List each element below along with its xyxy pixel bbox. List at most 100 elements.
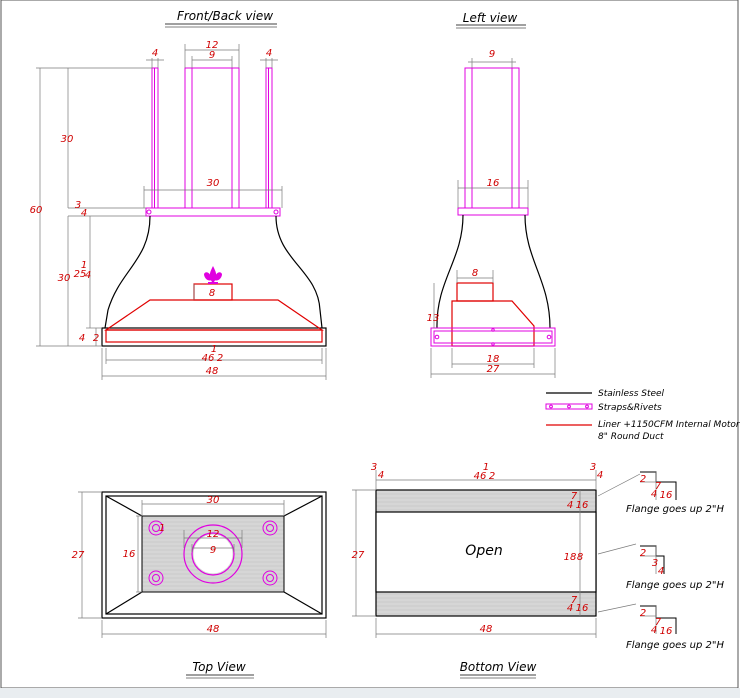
svg-text:2: 2 (217, 353, 223, 364)
flange-note-1: Flange goes up 2"H (626, 504, 725, 515)
top-view: 30 12 9 1 16 27 48 Top View (72, 491, 327, 679)
front-back-view: Front/Back view (30, 9, 327, 380)
svg-text:30: 30 (207, 495, 220, 506)
svg-text:4: 4 (658, 566, 664, 577)
svg-text:2: 2 (640, 548, 646, 559)
top-dimension-lines (78, 491, 327, 638)
legend-liner-label: Liner +1150CFM Internal Motor (598, 420, 740, 430)
svg-text:4: 4 (79, 333, 85, 344)
svg-text:4: 4 (85, 270, 91, 281)
front-back-title: Front/Back view (177, 9, 273, 23)
flange-detail-2: 2 3 4 Flange goes up 2"H (626, 545, 725, 591)
svg-text:27: 27 (72, 550, 85, 561)
svg-text:46: 46 (202, 353, 215, 364)
svg-text:4: 4 (597, 470, 603, 481)
svg-text:1: 1 (159, 523, 165, 534)
svg-text:4: 4 (651, 489, 657, 500)
svg-text:4: 4 (567, 603, 573, 614)
svg-text:4: 4 (152, 48, 158, 59)
svg-text:13: 13 (427, 313, 440, 324)
svg-text:30: 30 (58, 273, 71, 284)
front-dimension-texts: 4 4 12 9 30 30 60 3 4 30 25 1 4 8 4 2 46… (30, 40, 273, 377)
svg-text:2: 2 (489, 471, 495, 482)
svg-text:2: 2 (640, 608, 646, 619)
svg-text:30: 30 (61, 134, 74, 145)
bottom-opening (375, 511, 597, 593)
svg-text:3: 3 (652, 558, 658, 569)
svg-text:18: 18 (564, 552, 577, 563)
front-hood-body (101, 215, 327, 347)
svg-text:46: 46 (474, 471, 487, 482)
front-dimension-lines (36, 44, 327, 380)
svg-text:3: 3 (75, 200, 81, 211)
svg-text:1: 1 (81, 260, 87, 271)
svg-text:48: 48 (206, 366, 219, 377)
svg-text:7: 7 (571, 595, 578, 606)
svg-text:4: 4 (567, 500, 573, 511)
top-outline (101, 491, 327, 619)
legend-liner-duct-label: 8" Round Duct (598, 432, 664, 442)
svg-text:16: 16 (660, 626, 673, 637)
svg-text:48: 48 (480, 624, 493, 635)
svg-text:7: 7 (571, 491, 578, 502)
svg-text:4: 4 (378, 470, 384, 481)
bottom-dimension-lines (352, 470, 597, 638)
legend-straps-label: Straps&Rivets (598, 403, 662, 413)
svg-text:4: 4 (81, 208, 87, 219)
svg-text:18: 18 (487, 354, 500, 365)
flange-note-2: Flange goes up 2"H (626, 580, 725, 591)
svg-text:25: 25 (74, 269, 87, 280)
svg-text:9: 9 (489, 49, 495, 60)
front-straps (145, 67, 281, 217)
flange-detail-3: 2 4 7 16 Flange goes up 2"H (626, 605, 725, 651)
legend-stainless-label: Stainless Steel (598, 389, 665, 399)
left-liner (451, 282, 535, 347)
left-straps (457, 67, 529, 216)
legend: Stainless Steel Straps&Rivets Liner +115… (545, 389, 740, 442)
left-base (430, 327, 556, 347)
svg-text:12: 12 (206, 40, 219, 51)
svg-text:2: 2 (640, 474, 646, 485)
fleur-de-lis-ornament (204, 266, 222, 284)
svg-text:27: 27 (352, 550, 365, 561)
svg-text:8: 8 (209, 288, 215, 299)
top-view-title: Top View (192, 660, 246, 674)
svg-text:16: 16 (487, 178, 500, 189)
left-hood-body (436, 214, 551, 329)
flange-note-3: Flange goes up 2"H (626, 640, 725, 651)
left-view-title: Left view (463, 11, 518, 25)
left-view: Left view (427, 11, 556, 378)
svg-text:7: 7 (655, 617, 662, 628)
flange-details: 2 4 7 16 Flange goes up 2"H 2 3 4 Flange… (597, 471, 725, 651)
bottom-status-strip (0, 688, 740, 698)
svg-text:16: 16 (660, 490, 673, 501)
bottom-view-title: Bottom View (460, 660, 537, 674)
top-duct-ring (183, 524, 243, 584)
svg-text:16: 16 (576, 500, 589, 511)
bottom-open-label: Open (465, 543, 502, 559)
svg-text:27: 27 (487, 364, 500, 375)
svg-text:9: 9 (210, 545, 216, 556)
svg-text:9: 9 (209, 50, 215, 61)
svg-text:16: 16 (576, 603, 589, 614)
svg-text:1: 1 (483, 462, 489, 473)
svg-text:8: 8 (577, 552, 583, 563)
svg-text:3: 3 (590, 462, 596, 473)
left-dimension-texts: 9 16 8 13 18 27 (427, 49, 500, 375)
svg-text:4: 4 (266, 48, 272, 59)
top-dimension-texts: 30 12 9 1 16 27 48 (72, 495, 220, 635)
svg-text:48: 48 (207, 624, 220, 635)
svg-text:1: 1 (211, 344, 217, 355)
svg-text:8: 8 (472, 268, 478, 279)
svg-text:2: 2 (93, 333, 99, 344)
svg-text:30: 30 (207, 178, 220, 189)
left-dimension-lines (430, 58, 556, 378)
flange-detail-1: 2 4 7 16 Flange goes up 2"H (626, 471, 725, 515)
svg-text:3: 3 (371, 462, 377, 473)
top-rivets (148, 520, 278, 586)
svg-text:12: 12 (207, 529, 220, 540)
svg-text:4: 4 (651, 625, 657, 636)
legend-straps-swatch (545, 403, 593, 410)
svg-text:16: 16 (123, 549, 136, 560)
